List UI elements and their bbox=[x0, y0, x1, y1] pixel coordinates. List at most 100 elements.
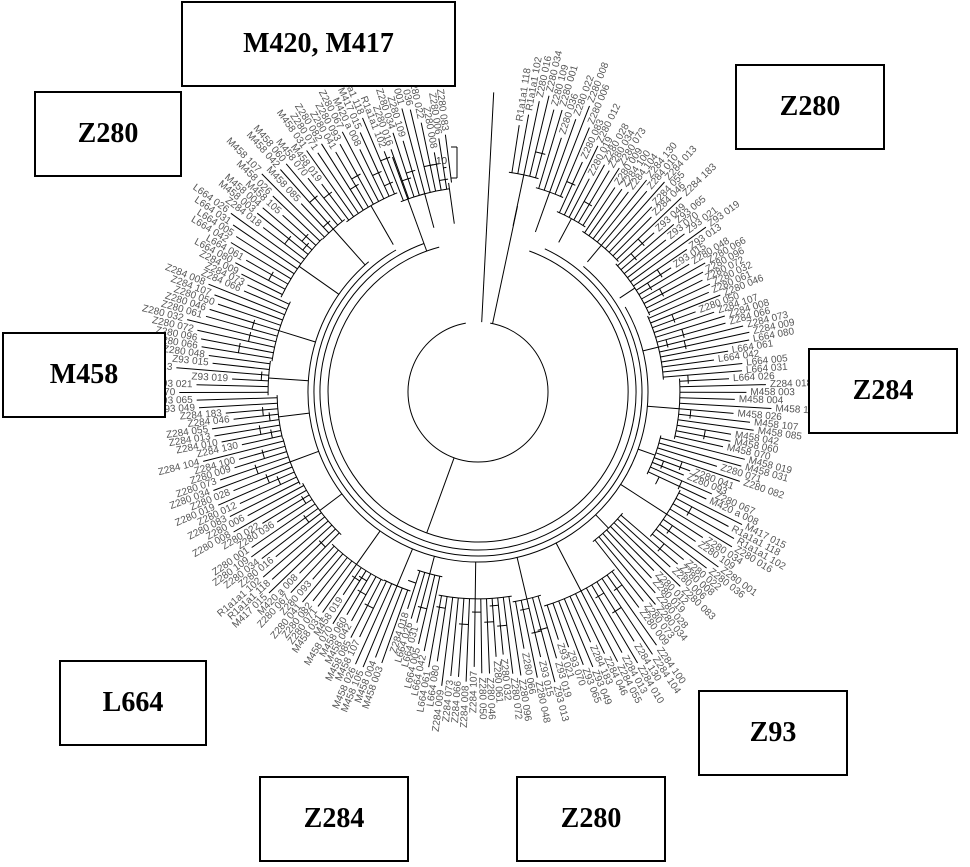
tree-leaf-branch bbox=[197, 329, 275, 348]
tree-subclade-arc bbox=[268, 412, 271, 421]
tree-leaf-branch bbox=[285, 163, 339, 226]
tree-leaf-branch bbox=[383, 151, 404, 201]
tree-clade-stem bbox=[332, 228, 366, 266]
tree-leaf-branch bbox=[563, 598, 594, 668]
tree-clade-stem bbox=[647, 405, 680, 410]
tree-leaf-branch bbox=[335, 151, 369, 208]
tree-leaf-branch bbox=[620, 224, 675, 271]
tree-subclade-arc bbox=[535, 151, 546, 155]
scale-bar-label: 10 bbox=[436, 156, 448, 167]
tree-leaf-branch bbox=[230, 212, 302, 265]
tree-leaf-branch bbox=[656, 322, 726, 343]
tree-subclade-arc bbox=[497, 624, 507, 627]
tree-leaf-label: M458 026 bbox=[737, 408, 783, 423]
tree-leaf-branch bbox=[655, 452, 740, 482]
tree-clade-stem bbox=[619, 287, 636, 299]
tree-leaf-branch bbox=[600, 190, 648, 246]
tree-leaf-label: Z284 046 bbox=[187, 414, 231, 430]
tree-leaf-branch bbox=[659, 331, 750, 353]
tree-leaf-branch bbox=[225, 408, 278, 414]
tree-subclade-arc bbox=[302, 242, 310, 251]
tree-leaf-branch bbox=[232, 224, 298, 270]
tree-leaf-branch bbox=[251, 503, 316, 548]
tree-clade-stem bbox=[558, 218, 572, 243]
tree-leaf-branch bbox=[234, 451, 287, 469]
tree-clade-stem bbox=[396, 548, 413, 587]
tree-leaf-branch bbox=[480, 598, 483, 674]
cluster-label-z93: Z93 bbox=[698, 690, 848, 776]
tree-leaf-branch bbox=[176, 367, 269, 376]
tree-subclade-arc bbox=[349, 183, 359, 190]
tree-subclade-arc bbox=[262, 407, 264, 416]
tree-leaf-label: Z280 046 bbox=[484, 677, 497, 720]
tree-subclade-arc bbox=[531, 630, 542, 634]
tree-leaf-branch bbox=[502, 597, 514, 674]
tree-subclade-arc bbox=[301, 496, 307, 504]
tree-leaf-branch bbox=[423, 576, 441, 652]
tree-leaf-branch bbox=[233, 413, 279, 420]
tree-trunk-branch bbox=[426, 457, 455, 534]
tree-leaf-branch bbox=[233, 466, 293, 492]
tree-leaf-branch bbox=[552, 602, 570, 648]
tree-leaf-branch bbox=[300, 203, 330, 234]
tree-subclade-arc bbox=[665, 339, 669, 348]
tree-leaf-branch bbox=[679, 408, 734, 414]
tree-subclade-arc bbox=[489, 604, 499, 607]
tree-leaf-branch bbox=[643, 271, 704, 304]
tree-leaf-branch bbox=[611, 571, 640, 608]
tree-leaf-branch bbox=[654, 457, 691, 472]
tree-leaf-branch bbox=[679, 402, 772, 409]
tree-leaf-branch bbox=[606, 529, 652, 579]
tree-leaf-branch bbox=[232, 378, 269, 382]
tree-subclade-arc bbox=[284, 235, 292, 245]
tree-leaf-branch bbox=[282, 214, 317, 246]
tree-leaf-branch bbox=[359, 580, 387, 638]
tree-leaf-label: Z280 061 bbox=[491, 660, 505, 703]
tree-leaf-branch bbox=[229, 481, 300, 518]
tree-clade-stem bbox=[290, 450, 319, 463]
tree-subclade-arc bbox=[637, 238, 645, 247]
tree-subclade-arc bbox=[351, 575, 360, 582]
tree-subclade-arc bbox=[402, 177, 412, 182]
tree-clade-stem bbox=[620, 483, 667, 515]
tree-leaf-branch bbox=[594, 539, 644, 602]
tree-leaf-branch bbox=[497, 597, 504, 655]
tree-branches bbox=[176, 92, 772, 686]
tree-leaf-label: Z284 183 bbox=[681, 161, 719, 198]
tree-leaf-branch bbox=[351, 576, 377, 622]
tree-leaf-branch bbox=[268, 528, 336, 594]
tree-leaf-branch bbox=[211, 419, 280, 430]
tree-leaf-branch bbox=[537, 595, 557, 659]
tree-leaf-branch bbox=[529, 95, 550, 177]
tree-leaf-branch bbox=[410, 572, 426, 619]
tree-subclade-arc bbox=[436, 606, 446, 609]
tree-leaf-branch bbox=[290, 545, 335, 594]
tree-clade-stem bbox=[268, 377, 309, 382]
tree-subclade-arc bbox=[681, 329, 685, 338]
tree-leaf-branch bbox=[276, 499, 313, 523]
tree-subclade-arc bbox=[666, 525, 673, 534]
tree-leaf-branch bbox=[546, 604, 559, 640]
tree-leaf-branch bbox=[241, 273, 283, 295]
tree-leaf-branch bbox=[272, 195, 321, 242]
tree-leaf-branch bbox=[646, 279, 703, 309]
tree-leaf-branch bbox=[245, 259, 289, 285]
tree-leaf-branch bbox=[350, 579, 382, 638]
tree-leaf-branch bbox=[543, 137, 562, 191]
tree-leaf-branch bbox=[251, 507, 319, 558]
tree-subclade-arc bbox=[595, 592, 605, 599]
tree-leaf-branch bbox=[660, 437, 745, 460]
tree-leaf-branch bbox=[362, 117, 395, 195]
tree-leaf-branch bbox=[243, 290, 287, 310]
tree-leaf-branch bbox=[569, 596, 592, 643]
tree-leaf-branch bbox=[271, 524, 333, 580]
tree-leaf-label: M458 107 bbox=[753, 417, 799, 433]
tree-leaf-branch bbox=[617, 232, 655, 267]
tree-leaf-branch bbox=[312, 549, 339, 580]
tree-leaf-branch bbox=[438, 138, 448, 190]
tree-subclade-arc bbox=[612, 606, 622, 614]
tree-subclade-arc bbox=[677, 480, 683, 490]
tree-leaf-branch bbox=[390, 149, 410, 199]
tree-subclade-arc bbox=[520, 607, 530, 611]
tree-leaf-branch bbox=[307, 177, 343, 222]
